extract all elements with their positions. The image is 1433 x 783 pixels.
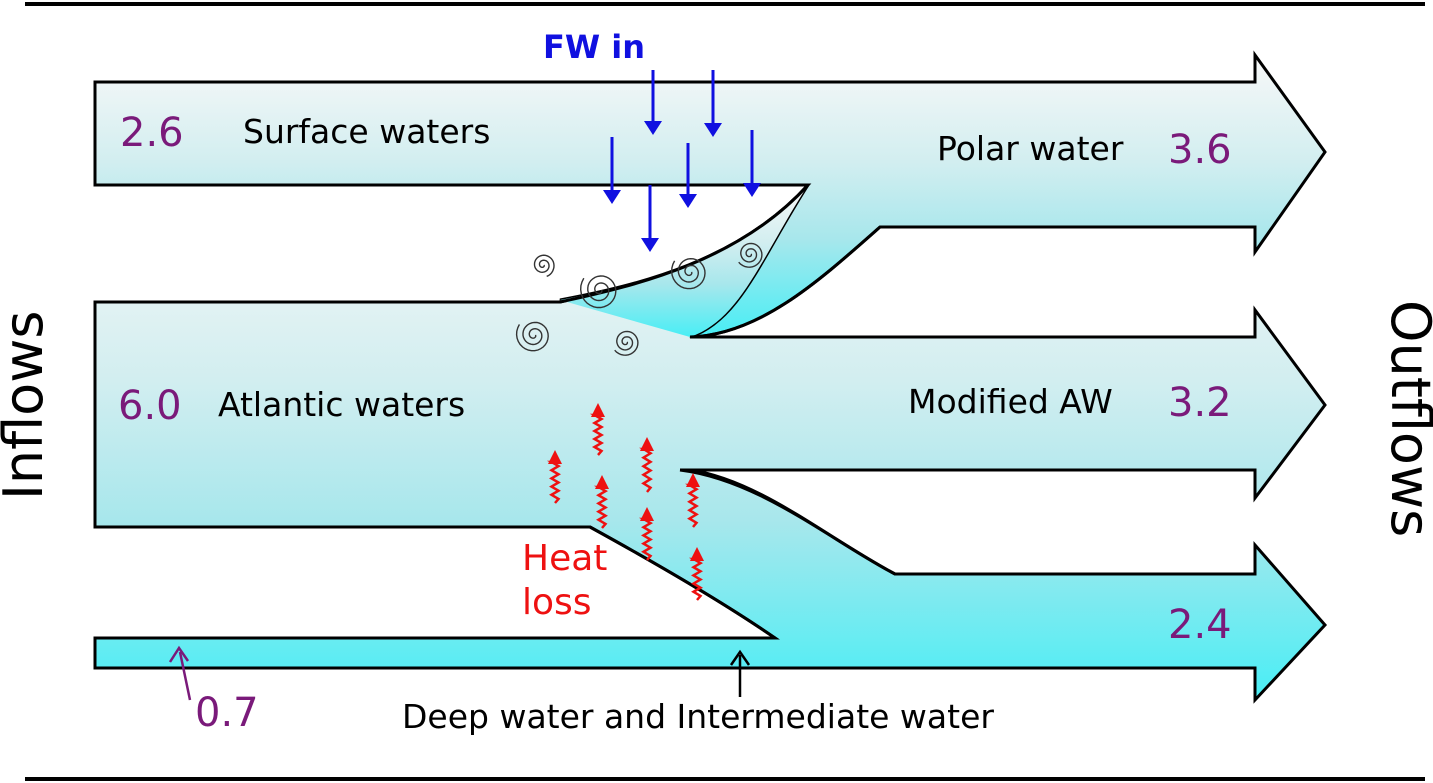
eddy-spiral xyxy=(670,257,706,290)
fw-in-arrowhead xyxy=(704,123,722,137)
eddy-spiral xyxy=(515,321,549,352)
heat-loss-arrow xyxy=(546,460,561,504)
fw-in-arrowhead xyxy=(641,238,659,252)
eddy-spiral xyxy=(614,330,639,356)
heat-loss-label-line2: loss xyxy=(522,582,592,623)
surface-in-value: 2.6 xyxy=(120,110,184,156)
heat-loss-arrowhead xyxy=(595,475,609,489)
eddy-spiral xyxy=(579,275,617,309)
modified-out-value: 3.2 xyxy=(1168,380,1232,426)
heat-loss-arrowhead xyxy=(591,403,605,417)
deep-out-value: 2.4 xyxy=(1168,602,1232,648)
pointer-deep-in xyxy=(168,645,192,701)
atlantic-waters-label: Atlantic waters xyxy=(218,385,465,424)
heat-loss-arrow xyxy=(684,483,699,528)
polar-out-value: 3.6 xyxy=(1168,127,1232,173)
heat-loss-arrowhead xyxy=(548,450,562,464)
fw-in-arrowhead xyxy=(679,194,697,208)
flow-shapes xyxy=(93,50,1328,704)
fw-in-label: FW in xyxy=(543,28,645,66)
deep-in-value: 0.7 xyxy=(195,690,259,736)
flow-seam-cover xyxy=(560,185,808,337)
flow-outlines xyxy=(95,183,1255,640)
inflows-label: Inflows xyxy=(0,310,55,500)
eddy-spiral xyxy=(738,242,763,268)
heat-loss-arrowhead xyxy=(690,547,704,561)
heat-loss-label-line1: Heat xyxy=(522,538,607,579)
modified-aw-label: Modified AW xyxy=(908,382,1113,421)
heat-loss-arrow xyxy=(688,557,703,601)
heat-loss-arrow xyxy=(639,447,653,493)
fw-in-arrows xyxy=(603,70,761,252)
surface-waters-label: Surface waters xyxy=(243,112,490,151)
polar-water-label: Polar water xyxy=(937,129,1124,168)
deep-water-label: Deep water and Intermediate water xyxy=(402,697,994,736)
heat-loss-arrow xyxy=(593,485,608,529)
fw-in-arrowhead xyxy=(743,183,761,197)
heat-loss-arrow xyxy=(589,413,605,456)
heat-loss-arrows xyxy=(546,403,704,601)
heat-loss-arrow xyxy=(638,517,653,561)
fw-in-arrowhead xyxy=(603,190,621,204)
eddy-spiral xyxy=(533,254,555,278)
fw-in-arrowhead xyxy=(644,121,662,135)
heat-loss-arrowhead xyxy=(640,507,654,521)
eddy-spirals xyxy=(515,242,763,356)
pointer-deep-label xyxy=(729,649,751,697)
heat-loss-arrowhead xyxy=(686,473,700,487)
heat-loss-arrowhead xyxy=(640,437,654,451)
outflows-label: Outflows xyxy=(1379,300,1433,537)
atlantic-in-value: 6.0 xyxy=(118,383,182,429)
